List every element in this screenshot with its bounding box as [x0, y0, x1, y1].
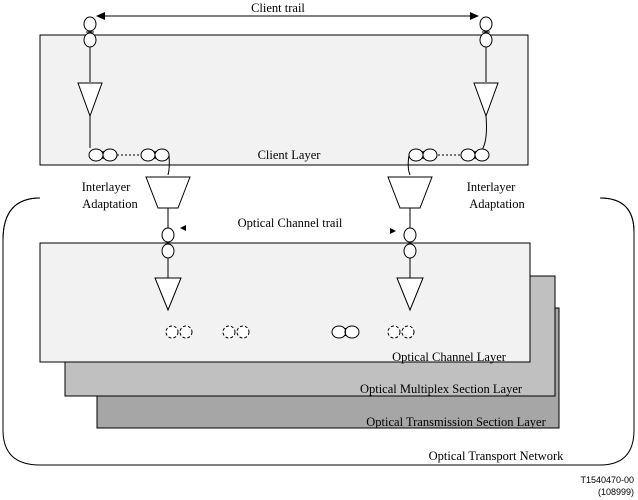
- otn-boundary-top-right: [599, 197, 635, 233]
- optical-channel-trail-label: Optical Channel trail: [238, 216, 343, 230]
- optical-multiplex-section-layer-label: Optical Multiplex Section Layer: [360, 382, 523, 396]
- channel-connection-points: [165, 325, 415, 339]
- figure-ref-id: T1540470-00: [580, 475, 634, 485]
- figure-ref-date: (108999): [598, 487, 634, 497]
- optical-channel-layer-label: Optical Channel Layer: [392, 350, 507, 364]
- interlayer-right-label-1: Interlayer: [467, 180, 516, 194]
- interlayer-band: [40, 166, 600, 242]
- optical-channel-layer: [39, 242, 531, 363]
- right-client-chain: [387, 16, 499, 312]
- otn-boundary-top-left: [2, 197, 41, 241]
- client-layer-box: [39, 34, 529, 166]
- client-trail-label: Client trail: [251, 1, 305, 15]
- right-channel-trail-arrowhead: [390, 228, 396, 234]
- optical-transport-network-label: Optical Transport Network: [429, 449, 564, 463]
- interlayer-right-label-2: Adaptation: [469, 197, 525, 211]
- interlayer-left-label-1: Interlayer: [82, 180, 131, 194]
- left-client-chain: [77, 16, 191, 312]
- client-layer-label: Client Layer: [258, 148, 322, 162]
- left-channel-trail-arrowhead: [180, 225, 186, 231]
- interlayer-left-label-2: Adaptation: [82, 197, 138, 211]
- optical-transmission-section-layer-label: Optical Transmission Section Layer: [366, 415, 546, 429]
